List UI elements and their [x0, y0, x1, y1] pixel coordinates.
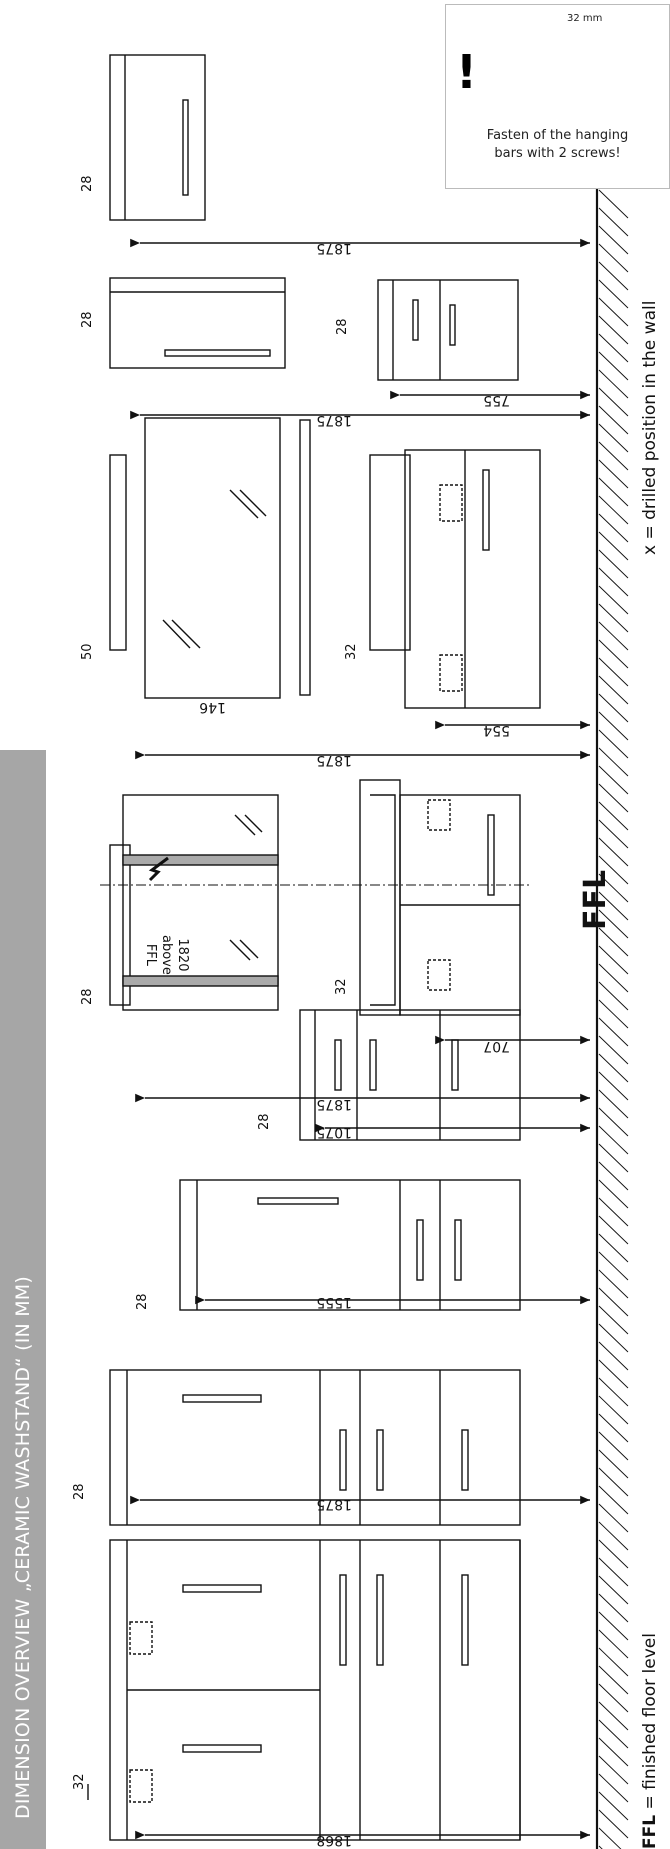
sidebar: DIMENSION OVERVIEW „CERAMIC WASHSTAND“ (…: [0, 750, 46, 1849]
drill-legend: x = drilled position in the wall: [640, 300, 660, 555]
ffl-legend-abbr: FFL: [640, 1814, 660, 1849]
top-cabinet-1875: [109, 54, 590, 248]
cabinet-1555: [179, 1179, 590, 1311]
cabinet-1075: [299, 1009, 590, 1141]
dim-28-b: 28: [135, 1293, 150, 1310]
dim-146: 146: [199, 699, 226, 715]
upper-cabinet-1875: [109, 277, 590, 420]
dim-28-a: 28: [72, 1483, 87, 1500]
dim-1875-e: 1875: [316, 240, 352, 256]
dim-1075: 1075: [316, 1124, 352, 1140]
small-cabinet-755: [377, 279, 590, 400]
cabinet-1868: [87, 1539, 590, 1841]
cabinet-1875-tall: [109, 1369, 590, 1526]
dim-28-e: 28: [80, 311, 95, 328]
socket-line-1: 1820: [175, 938, 190, 972]
note-line-2: bars with 2 screws!: [494, 146, 621, 161]
dim-1868: 1868: [316, 1832, 352, 1848]
ffl-marker: FFL: [578, 869, 613, 930]
dim-1875-a: 1875: [316, 1496, 352, 1512]
dim-32-a: 32: [72, 1773, 87, 1790]
floor-hatching: [598, 189, 629, 1849]
note-text: Fasten of the hanging bars with 2 screws…: [446, 127, 669, 163]
dim-32-c: 32: [344, 643, 359, 660]
ffl-legend: FFL = finished floor level: [640, 1633, 660, 1849]
dim-1875-c: 1875: [316, 752, 352, 768]
note-line-1: Fasten of the hanging: [486, 128, 629, 143]
dim-707: 707: [483, 1038, 510, 1054]
dim-32-b: 32: [334, 978, 349, 995]
dim-1875-d: 1875: [316, 412, 352, 428]
socket-label: 1820 above FFL: [142, 935, 190, 975]
dim-28-f: 28: [335, 318, 350, 335]
washstand-mirror-1820: [100, 779, 590, 1103]
fastening-note: 32 mm ! Fasten of the hanging bars with …: [445, 4, 670, 189]
socket-line-3: FFL: [143, 943, 158, 967]
washstand-mirror-cabinet: [109, 417, 590, 760]
dim-1875-b: 1875: [316, 1096, 352, 1112]
socket-line-2: above: [159, 935, 174, 975]
dim-755: 755: [483, 392, 510, 408]
ffl-legend-text: = finished floor level: [640, 1633, 660, 1815]
dim-554: 554: [483, 722, 510, 738]
dim-28-g: 28: [80, 175, 95, 192]
dim-1555: 1555: [316, 1294, 352, 1310]
dim-28-d: 28: [80, 988, 95, 1005]
dim-50: 50: [80, 643, 95, 660]
dim-28-c: 28: [257, 1113, 272, 1130]
note-dimension: 32 mm: [567, 13, 603, 24]
exclamation-icon: !: [456, 45, 477, 99]
